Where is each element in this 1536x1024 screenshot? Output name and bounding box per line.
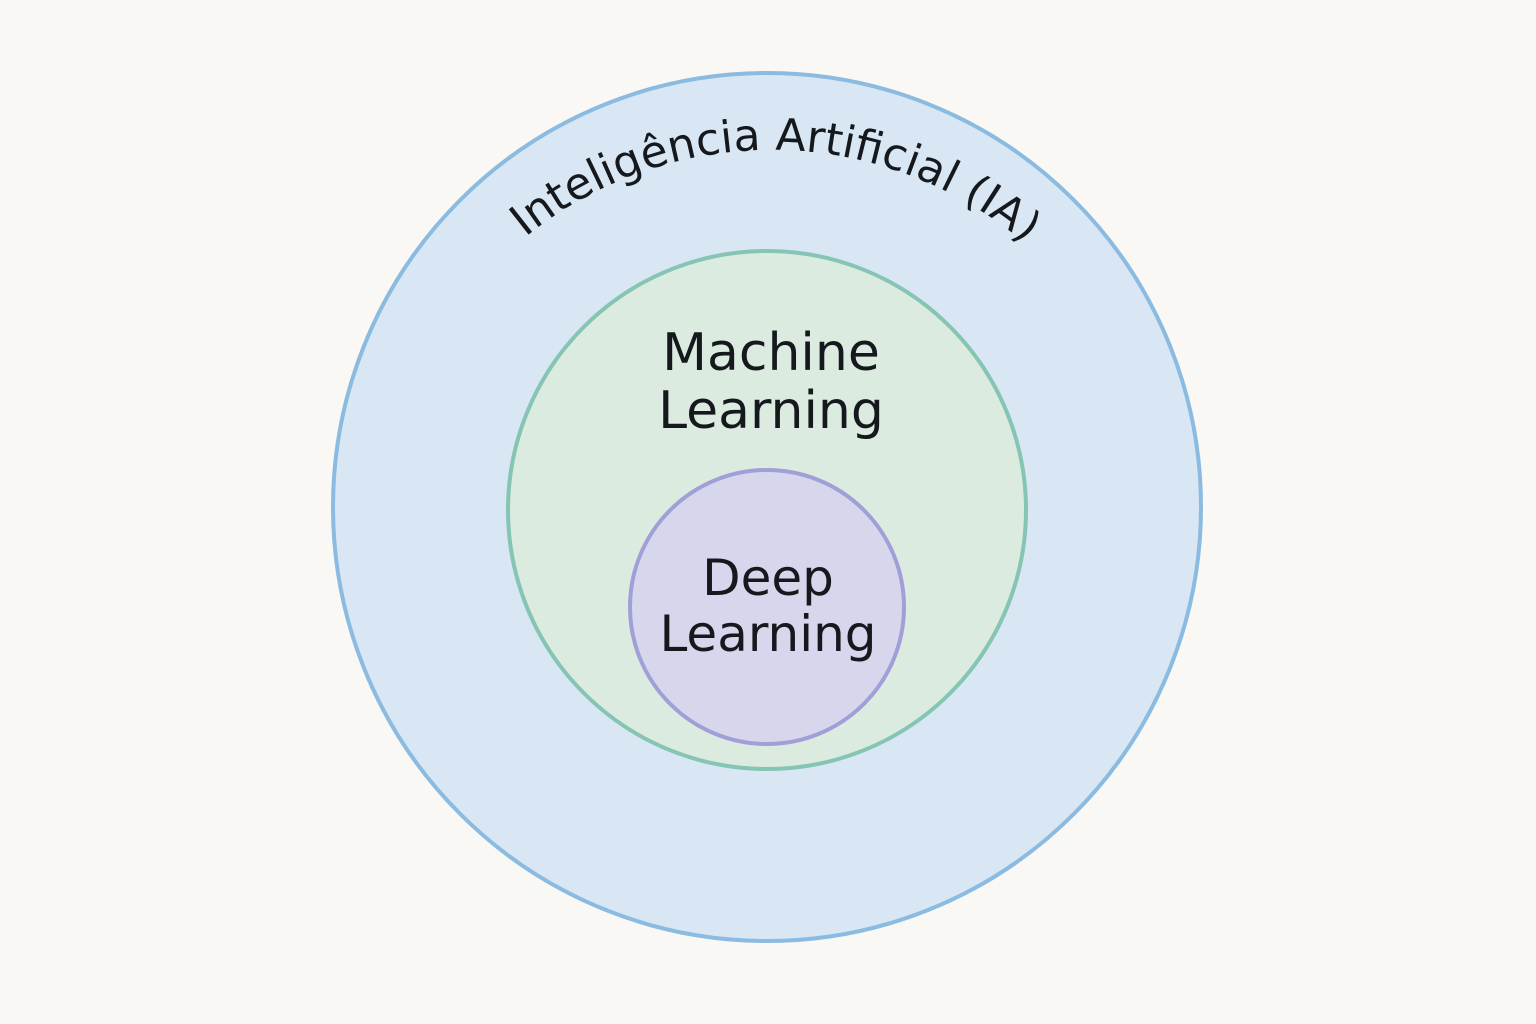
deep-learning-circle xyxy=(628,468,906,746)
machine-learning-label-line1: Machine xyxy=(662,323,880,383)
deep-learning-label-line2: Learning xyxy=(659,605,876,663)
deep-learning-label-line1: Deep xyxy=(702,549,834,607)
machine-learning-label-line2: Learning xyxy=(658,381,884,441)
